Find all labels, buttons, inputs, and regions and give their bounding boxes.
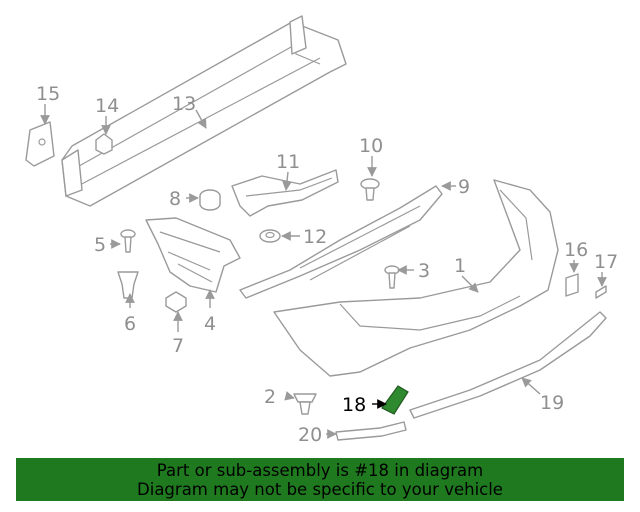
- info-banner: Part or sub-assembly is #18 in diagram D…: [16, 458, 624, 501]
- part-1-bumper-cover: [273, 179, 559, 377]
- part-20-trim-strip: [335, 421, 407, 441]
- callout-15: 15: [36, 83, 60, 105]
- leader-lines: [40, 104, 607, 439]
- part-3-bolt: [384, 265, 400, 289]
- callout-14: 14: [95, 95, 119, 117]
- callout-1: 1: [454, 255, 466, 277]
- callout-5: 5: [94, 234, 106, 256]
- callout-10: 10: [359, 135, 383, 157]
- part-4-detail: [159, 231, 221, 283]
- part-9-detail: [299, 205, 421, 281]
- part-5-screw: [120, 229, 136, 253]
- part-8-grommet: [199, 189, 221, 211]
- part-12-nut: [259, 229, 281, 243]
- callout-2: 2: [264, 386, 276, 408]
- part-11-detail: [245, 177, 333, 197]
- banner-line-1: Part or sub-assembly is #18 in diagram: [156, 460, 484, 480]
- part-1-crease: [339, 295, 521, 331]
- callout-13: 13: [172, 93, 196, 115]
- part-7-nut: [165, 291, 187, 313]
- callout-4: 4: [204, 313, 216, 335]
- part-13-reinforcement-beam: [61, 15, 347, 207]
- part-1-edge: [499, 189, 533, 261]
- callout-20: 20: [298, 424, 322, 446]
- callout-19: 19: [540, 392, 564, 414]
- banner-line-2: Diagram may not be specific to your vehi…: [137, 479, 503, 499]
- callout-6: 6: [124, 313, 136, 335]
- callout-9: 9: [458, 176, 470, 198]
- part-16-reflector: [565, 273, 579, 297]
- callout-7: 7: [172, 335, 184, 357]
- part-15-hole: [38, 138, 46, 146]
- callout-16: 16: [564, 239, 588, 261]
- callout-3: 3: [418, 260, 430, 282]
- part-4-bracket: [145, 217, 241, 293]
- part-19-diffuser: [409, 311, 607, 419]
- callout-18: 18: [342, 394, 366, 416]
- callout-17: 17: [594, 251, 618, 273]
- part-17-strip: [595, 285, 607, 299]
- part-9-carrier-strip: [239, 185, 443, 299]
- part-11-bracket: [231, 169, 339, 217]
- callout-labels: 15 14 13 11 8 10 9 12 5 6 4 7 3 1 16 17 …: [36, 83, 618, 446]
- part-6-clip: [117, 271, 139, 299]
- callout-8: 8: [169, 188, 181, 210]
- callout-12: 12: [303, 226, 327, 248]
- part-10-clip: [360, 178, 380, 201]
- callout-11: 11: [276, 151, 300, 173]
- part-2-clip: [293, 393, 317, 415]
- part-18-highlighted-bracket: [381, 385, 409, 415]
